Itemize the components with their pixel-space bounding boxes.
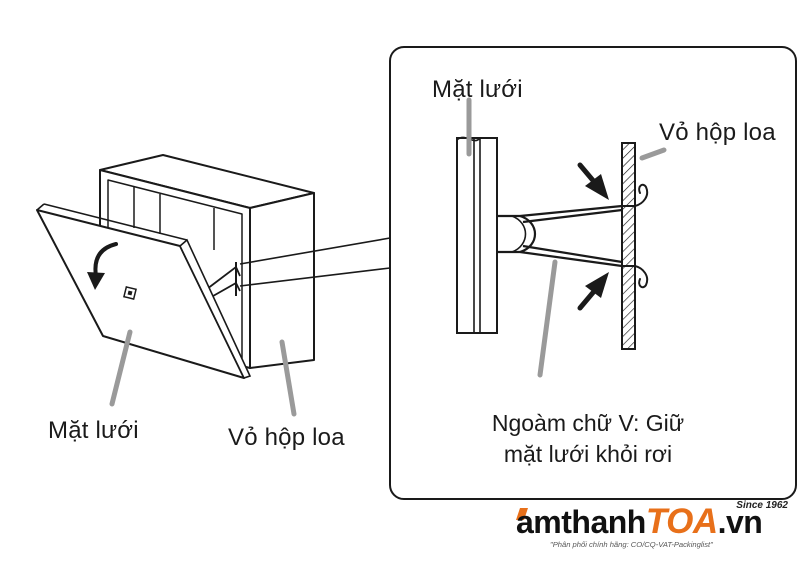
brand-name-part-c: .vn [717,504,763,540]
label-box-left: Vỏ hộp loa [228,424,345,451]
grille-panel [36,203,252,379]
caption-line-1: Ngoàm chữ V: Giữ [491,410,685,436]
clip-hooks [621,183,649,289]
rotate-arrow-icon [87,242,118,290]
press-arrow-top-icon [577,162,609,200]
brand-name: amthanhTOA.vn [516,502,763,542]
label-box-detail: Vỏ hộp loa [659,119,776,146]
brand-tagline: "Phân phối chính hãng: CO/CQ-VAT-Packing… [550,540,713,549]
label-grille-left: Mặt lưới [48,417,139,444]
brand-logo: amthanhTOA.vn Since 1962 "Phân phối chín… [516,500,796,558]
callout-lines [239,237,391,287]
pointer-lines-left [109,329,297,417]
v-clip-detail [497,204,623,268]
brand-logo-mark [516,508,528,520]
grille-beam [456,136,498,334]
v-clip-small [202,262,241,301]
press-arrow-bottom-icon [577,272,609,311]
caption-line-2: mặt lưới khỏi rơi [503,441,673,467]
pointer-lines-detail [466,97,667,378]
brand-since: Since 1962 [736,500,788,511]
label-grille-detail: Mặt lưới [432,76,523,103]
caption-v-clip: Ngoàm chữ V: Giữ mặt lưới khỏi rơi [468,408,708,470]
box-wall [621,142,636,350]
brand-name-part-a: amthanh [516,504,646,540]
brand-name-part-b: TOA [645,502,718,541]
